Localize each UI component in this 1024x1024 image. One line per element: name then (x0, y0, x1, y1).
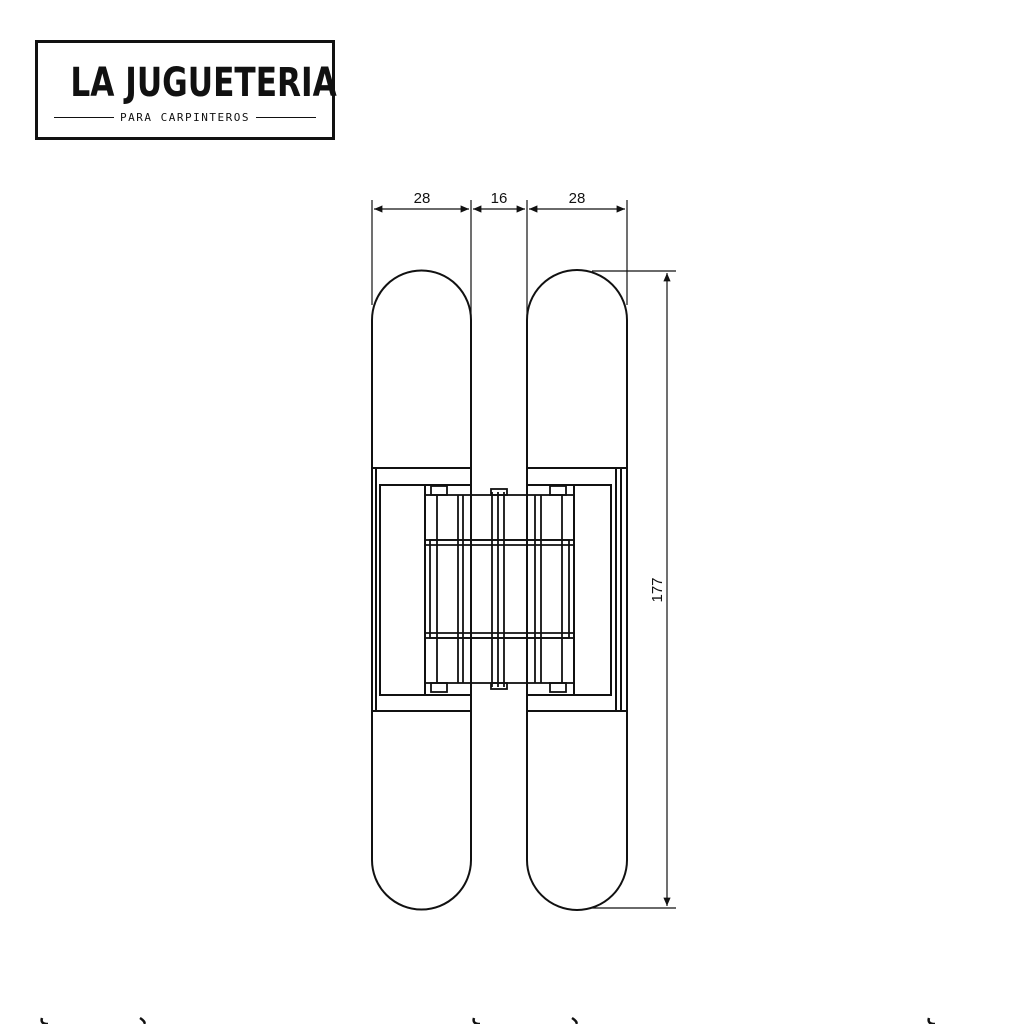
cropped-bottom-marks (40, 1016, 936, 1024)
right-hinge-leaf (526, 269, 628, 911)
logo-rule-right (255, 116, 316, 119)
top-dimension-lines (371, 200, 628, 468)
logo-subtitle: PARA CARPINTEROS (120, 111, 250, 124)
logo-subtitle-row: PARA CARPINTEROS (54, 111, 316, 124)
dim-right-width: 28 (569, 190, 586, 207)
brand-logo: LA JUGUETERIA PARA CARPINTEROS (35, 40, 337, 140)
height-dimension-lines (592, 270, 676, 909)
dim-left-width: 28 (414, 190, 431, 207)
logo-title: LA JUGUETERIA (70, 60, 337, 106)
dim-height: 177 (649, 577, 666, 602)
dim-gap-width: 16 (491, 190, 508, 207)
hinge-mechanism (424, 485, 575, 693)
left-hinge-leaf (371, 269, 472, 911)
logo-rule-left (54, 116, 115, 119)
